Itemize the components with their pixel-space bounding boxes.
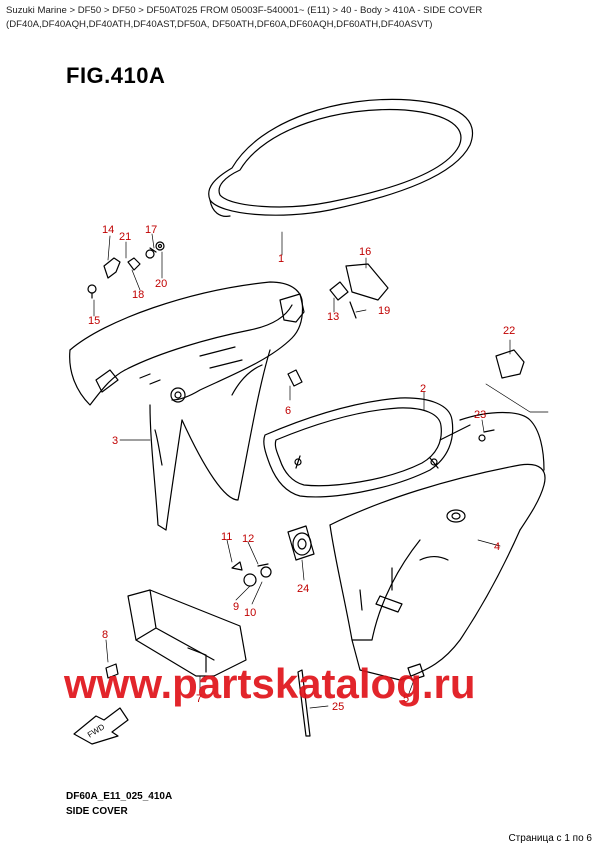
- leader-lines: [93, 231, 549, 709]
- figure-title: FIG.410A: [66, 63, 166, 88]
- breadcrumb[interactable]: Suzuki Marine > DF50 > DF50 > DF50AT025 …: [6, 5, 483, 30]
- callout-21: 21: [119, 231, 131, 243]
- fwd-label: FWD: [86, 722, 106, 739]
- fwd-arrow-icon: [73, 707, 129, 745]
- callout-24: 24: [297, 583, 309, 595]
- callout-17: 17: [145, 224, 157, 236]
- callout-14: 14: [102, 224, 114, 236]
- callout-25: 25: [332, 701, 344, 713]
- callout-18: 18: [132, 289, 144, 301]
- figure-name: SIDE COVER: [66, 806, 128, 817]
- hardware-parts: [87, 241, 525, 737]
- callout-labels: 1 2 3 4 5 6 7 8 9 10 11 12 13 14 15 16 1…: [86, 224, 515, 740]
- callout-15: 15: [88, 315, 100, 327]
- callout-6: 6: [285, 405, 291, 417]
- part-grommet: [287, 525, 315, 561]
- callout-2: 2: [420, 383, 426, 395]
- part-right-side-cover: [329, 411, 546, 681]
- callout-7: 7: [196, 693, 202, 705]
- callout-11: 11: [221, 531, 232, 543]
- callout-13: 13: [327, 311, 339, 323]
- part-left-side-cover: [69, 281, 305, 531]
- callout-4: 4: [494, 541, 500, 553]
- part-gasket-frame: [263, 397, 454, 498]
- callout-10: 10: [244, 607, 256, 619]
- pager: Страница с 1 по 6: [508, 833, 592, 844]
- callout-3: 3: [112, 435, 118, 447]
- figure-code: DF60A_E11_025_410A: [66, 791, 173, 802]
- callout-1: 1: [278, 253, 284, 265]
- part-seal-ring: [208, 98, 474, 217]
- callout-8: 8: [102, 629, 108, 641]
- callout-12: 12: [242, 533, 254, 545]
- callout-19: 19: [378, 305, 390, 317]
- callout-22: 22: [503, 325, 515, 337]
- callout-5: 5: [403, 693, 409, 705]
- part-lower-bracket: [127, 589, 247, 677]
- callout-20: 20: [155, 278, 167, 290]
- callout-16: 16: [359, 246, 371, 258]
- callout-9: 9: [233, 601, 239, 613]
- watermark: www.partskatalog.ru: [64, 660, 476, 707]
- callout-23: 23: [474, 409, 486, 421]
